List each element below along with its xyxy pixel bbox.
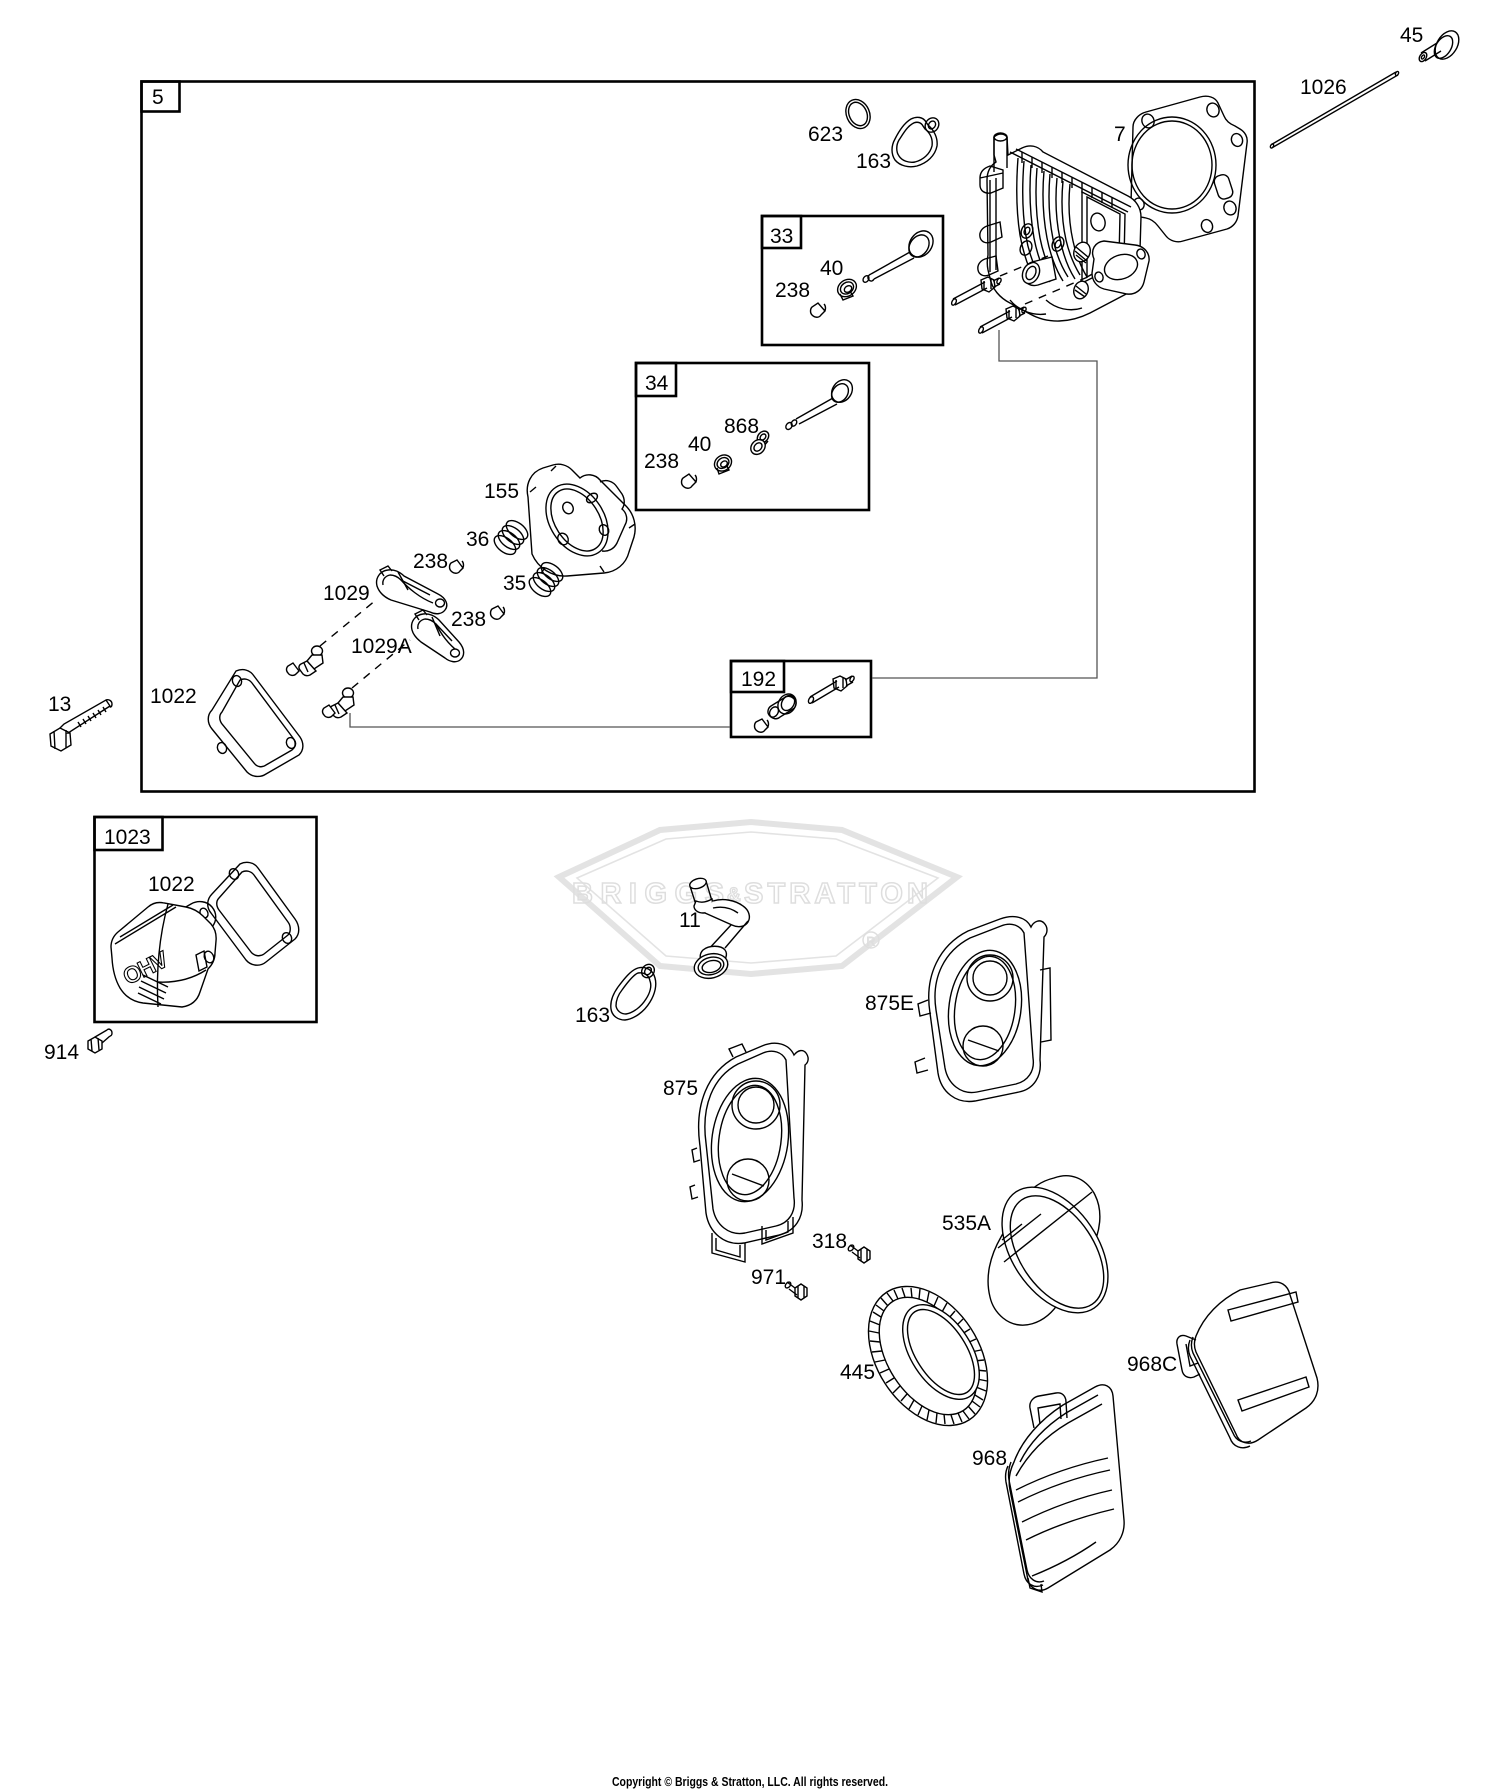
- svg-text:1022: 1022: [150, 685, 197, 708]
- svg-text:33: 33: [770, 225, 793, 248]
- svg-text:318: 318: [812, 1230, 847, 1253]
- svg-text:40: 40: [820, 257, 843, 280]
- svg-text:238: 238: [451, 608, 486, 631]
- svg-text:13: 13: [48, 693, 71, 716]
- svg-text:623: 623: [808, 123, 843, 146]
- svg-text:Copyright © Briggs & Stratton,: Copyright © Briggs & Stratton, LLC. All …: [612, 1775, 888, 1789]
- svg-text:535A: 535A: [942, 1212, 991, 1235]
- svg-text:R: R: [867, 935, 876, 949]
- svg-text:875: 875: [663, 1077, 698, 1100]
- svg-text:445: 445: [840, 1361, 875, 1384]
- svg-text:35: 35: [503, 572, 526, 595]
- svg-text:238: 238: [775, 279, 810, 302]
- svg-text:7: 7: [1114, 123, 1126, 146]
- svg-text:875E: 875E: [865, 992, 914, 1015]
- svg-text:11: 11: [679, 909, 701, 932]
- svg-text:1029A: 1029A: [351, 635, 412, 658]
- svg-text:155: 155: [484, 480, 519, 503]
- svg-text:238: 238: [413, 550, 448, 573]
- svg-text:192: 192: [741, 668, 776, 691]
- svg-text:34: 34: [645, 372, 669, 395]
- svg-text:868: 868: [724, 415, 759, 438]
- svg-text:163: 163: [575, 1004, 610, 1027]
- svg-text:971: 971: [751, 1266, 786, 1289]
- svg-text:5: 5: [152, 86, 164, 109]
- svg-text:40: 40: [688, 433, 711, 456]
- svg-text:163: 163: [856, 150, 891, 173]
- svg-text:968: 968: [972, 1447, 1007, 1470]
- svg-text:45: 45: [1400, 24, 1423, 47]
- svg-text:36: 36: [466, 528, 489, 551]
- svg-text:1022: 1022: [148, 873, 195, 896]
- svg-text:238: 238: [644, 450, 679, 473]
- svg-text:1026: 1026: [1300, 76, 1347, 99]
- svg-text:968C: 968C: [1127, 1353, 1177, 1376]
- svg-text:914: 914: [44, 1041, 79, 1064]
- svg-text:1023: 1023: [104, 826, 151, 849]
- svg-text:1029: 1029: [323, 582, 370, 605]
